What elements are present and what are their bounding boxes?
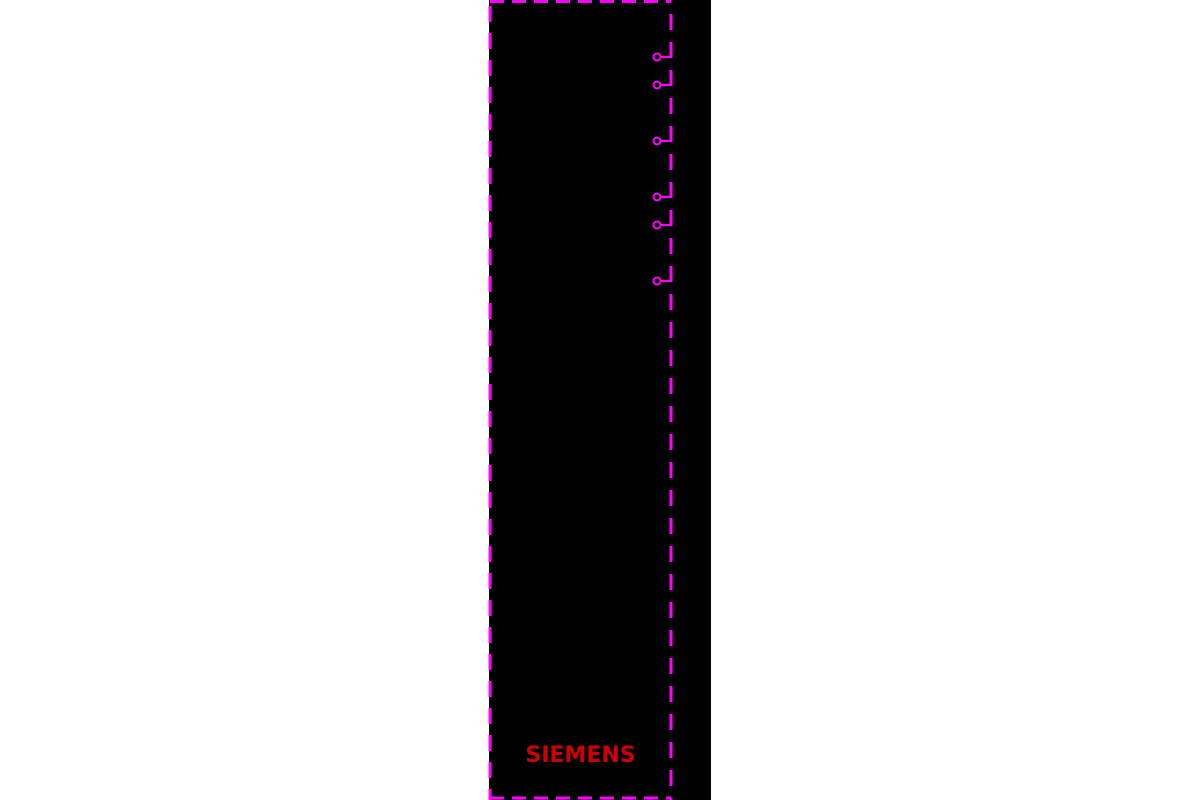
siemens-logo: SIEMENS xyxy=(525,743,636,768)
connector-pin-3 xyxy=(652,136,671,146)
connector-pin-4 xyxy=(652,192,671,202)
device-panel xyxy=(489,0,711,800)
connector-pins xyxy=(652,44,673,286)
device-outline xyxy=(488,0,673,800)
connector-pin-1 xyxy=(652,44,673,62)
connector-pin-2 xyxy=(652,70,673,90)
connector-pin-5 xyxy=(652,220,671,230)
connector-pin-6 xyxy=(652,276,671,286)
